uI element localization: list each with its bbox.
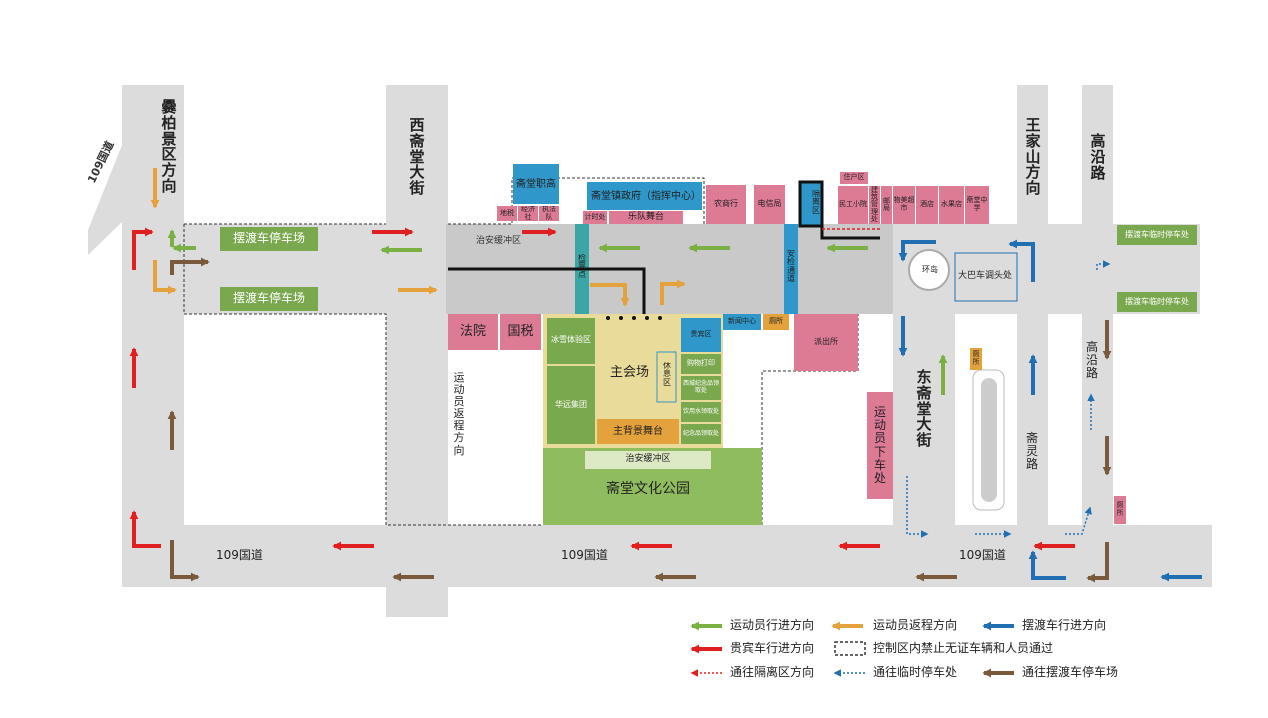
legend-return: 运动员返程方向: [873, 618, 958, 632]
security-buffer-bottom-label: 治安缓冲区: [625, 454, 671, 465]
road-wangjiashan: [1017, 85, 1048, 525]
road-label-109-c: 109国道: [959, 548, 1006, 562]
road-label-gaoyan-side: 高沿路: [1086, 340, 1099, 381]
post-office: 邮局: [881, 186, 892, 224]
toilet: 厕所: [763, 314, 789, 330]
legend-isolation: 通往隔离区方向: [730, 665, 815, 679]
direction-arrows: [129, 168, 1202, 583]
vip-area: [681, 318, 721, 352]
culture-park-label: 斋堂文化公园: [606, 481, 690, 497]
bus-turnaround: [954, 252, 1018, 302]
wumart: 物美超市: [893, 186, 915, 224]
fruit-shop: 水果店: [939, 186, 964, 224]
vip-area-label: 贵宾区: [690, 330, 712, 339]
roundabout-label: 环岛: [922, 265, 938, 274]
athlete-dropoff: 运动员下车处: [867, 392, 893, 499]
legend-vip: 贵宾车行进方向: [730, 641, 815, 655]
huayuan-label: 华远集团: [555, 399, 587, 409]
town-government-command: 斋堂镇政府（指挥中心）: [587, 182, 702, 210]
police-station: 派出所: [794, 314, 858, 371]
court: 法院: [448, 314, 498, 350]
temp-parking-guide-right: [1065, 506, 1092, 535]
main-venue-label: 主会场: [610, 365, 650, 380]
rural-commercial-bank: 农商行: [706, 185, 746, 224]
local-tax: 地税: [497, 206, 517, 221]
news-center: 新闻中心: [723, 314, 761, 330]
road-label-wangjiashan: 王家山方向: [1025, 116, 1041, 197]
rest-area: [656, 351, 677, 403]
entry-dots: [606, 316, 662, 320]
legend-temp-parking: 通往临时停车处: [873, 665, 958, 679]
security-channel: [784, 224, 798, 314]
athlete-dropoff-label: 运动员下车处: [874, 404, 887, 485]
print-area-label: 购物打印: [687, 359, 715, 368]
water-point: [681, 402, 721, 422]
construction-office: 建筑管理处: [869, 186, 880, 224]
souvenir-point-label: 纪念品领取处: [682, 429, 719, 437]
road-label-east-street: 东斋堂大街: [916, 368, 932, 449]
economic-society: 经济社: [518, 206, 538, 221]
legend-control-zone: 控制区内禁止无证车辆和人员通过: [873, 641, 1054, 655]
road-109-diagonal: [88, 140, 124, 255]
security-buffer-top: 治安缓冲区: [476, 236, 522, 246]
temp-parking-guide-top: [1096, 260, 1111, 270]
legend-athlete: 运动员行进方向: [730, 618, 815, 632]
shuttle-temp-parking-2: 摆渡车临时停车处: [1117, 292, 1197, 312]
road-west-street: [386, 85, 448, 617]
souvenir-west-label: 西城纪念品领取处: [682, 380, 719, 394]
legend: [690, 621, 1014, 678]
isolation-zone: [798, 180, 824, 228]
road-label-lingjing: 爨柏景区方向: [161, 98, 177, 195]
shuttle-temp-parking-1: 摆渡车临时停车处: [1117, 225, 1197, 245]
rest-area-label: 休息区: [663, 362, 671, 387]
residential-area: 住户区: [840, 172, 868, 184]
souvenir-point: [681, 424, 721, 444]
road-label-gaoyan: 高沿路: [1090, 132, 1106, 182]
road-label-west-street: 西斋堂大街: [409, 116, 425, 197]
souvenir-west: [681, 376, 721, 400]
huayuan-zone: [547, 366, 595, 444]
legend-shuttle-parking: 通往摆渡车停车场: [1022, 665, 1119, 679]
shuttle-parking-1: 摆渡车停车场: [220, 227, 318, 251]
legend-shuttle: 摆渡车行进方向: [1022, 618, 1107, 632]
telecom-bureau: 电信局: [754, 185, 785, 224]
toilet-east: 厕所: [970, 348, 982, 370]
roundabout: [908, 249, 950, 291]
main-stage: [597, 419, 679, 444]
timing-office: 计时处: [583, 211, 607, 224]
hotel: 酒店: [916, 186, 938, 224]
road-label-109-b: 109国道: [561, 548, 608, 562]
national-tax: 国税: [500, 314, 541, 350]
print-area: [681, 354, 721, 374]
security-channel-label: 安检通道: [787, 250, 795, 284]
east-building-inner: [981, 378, 997, 502]
temp-parking-guide-east: [906, 476, 929, 538]
road-label-zhailing: 斋灵路: [1026, 431, 1039, 472]
zhaitang-vocational-school: 斋堂职高: [513, 164, 559, 204]
road-label-109-a: 109国道: [216, 548, 263, 562]
workers-yard: 民工小院: [838, 186, 868, 224]
bus-turnaround-label: 大巴车调头处: [958, 271, 1013, 281]
main-stage-label: 主背景舞台: [613, 426, 663, 437]
band-stage: 乐队舞台: [609, 211, 683, 224]
shuttle-parking-2: 摆渡车停车场: [220, 287, 318, 311]
ice-snow-zone: [547, 318, 595, 364]
security-buffer-bottom: [585, 451, 711, 469]
zhaitang-middle-school: 斋堂中学: [965, 186, 989, 224]
isolation-zone-label: 隔离区: [812, 190, 820, 215]
toilet-gaoyan: 厕所: [1114, 496, 1126, 524]
athlete-return-direction: 运动员返程方向: [453, 371, 465, 457]
law-enforcement: 执法队: [539, 206, 559, 221]
ticket-check-label: 检票点: [578, 254, 586, 279]
water-point-label: 饮用水领取处: [682, 407, 719, 415]
ice-snow-zone-label: 冰雪体验区: [551, 334, 591, 344]
